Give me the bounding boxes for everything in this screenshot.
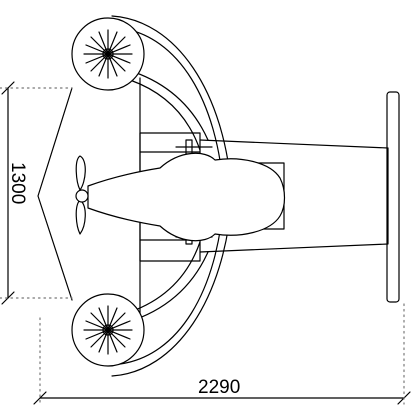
propeller-hub <box>75 189 89 203</box>
wheel-bottom <box>71 293 145 367</box>
depth-dimension: 1300 <box>0 81 73 305</box>
wheel-bottom-spokes <box>83 305 133 355</box>
wheel-top <box>71 17 145 91</box>
width-dimension-label: 2290 <box>198 377 240 398</box>
wing-outline <box>37 87 73 301</box>
base-plate <box>386 91 400 303</box>
propeller-blade-bottom <box>75 199 86 235</box>
fuselage <box>87 152 286 242</box>
width-dimension: 2290 <box>33 303 411 405</box>
rib-top-2 <box>129 79 201 151</box>
base-beam <box>199 139 389 253</box>
propeller-blade-top <box>75 155 86 191</box>
depth-dimension-label: 1300 <box>7 162 28 204</box>
wheel-top-spokes <box>83 29 133 79</box>
rib-bottom-2 <box>129 241 201 313</box>
